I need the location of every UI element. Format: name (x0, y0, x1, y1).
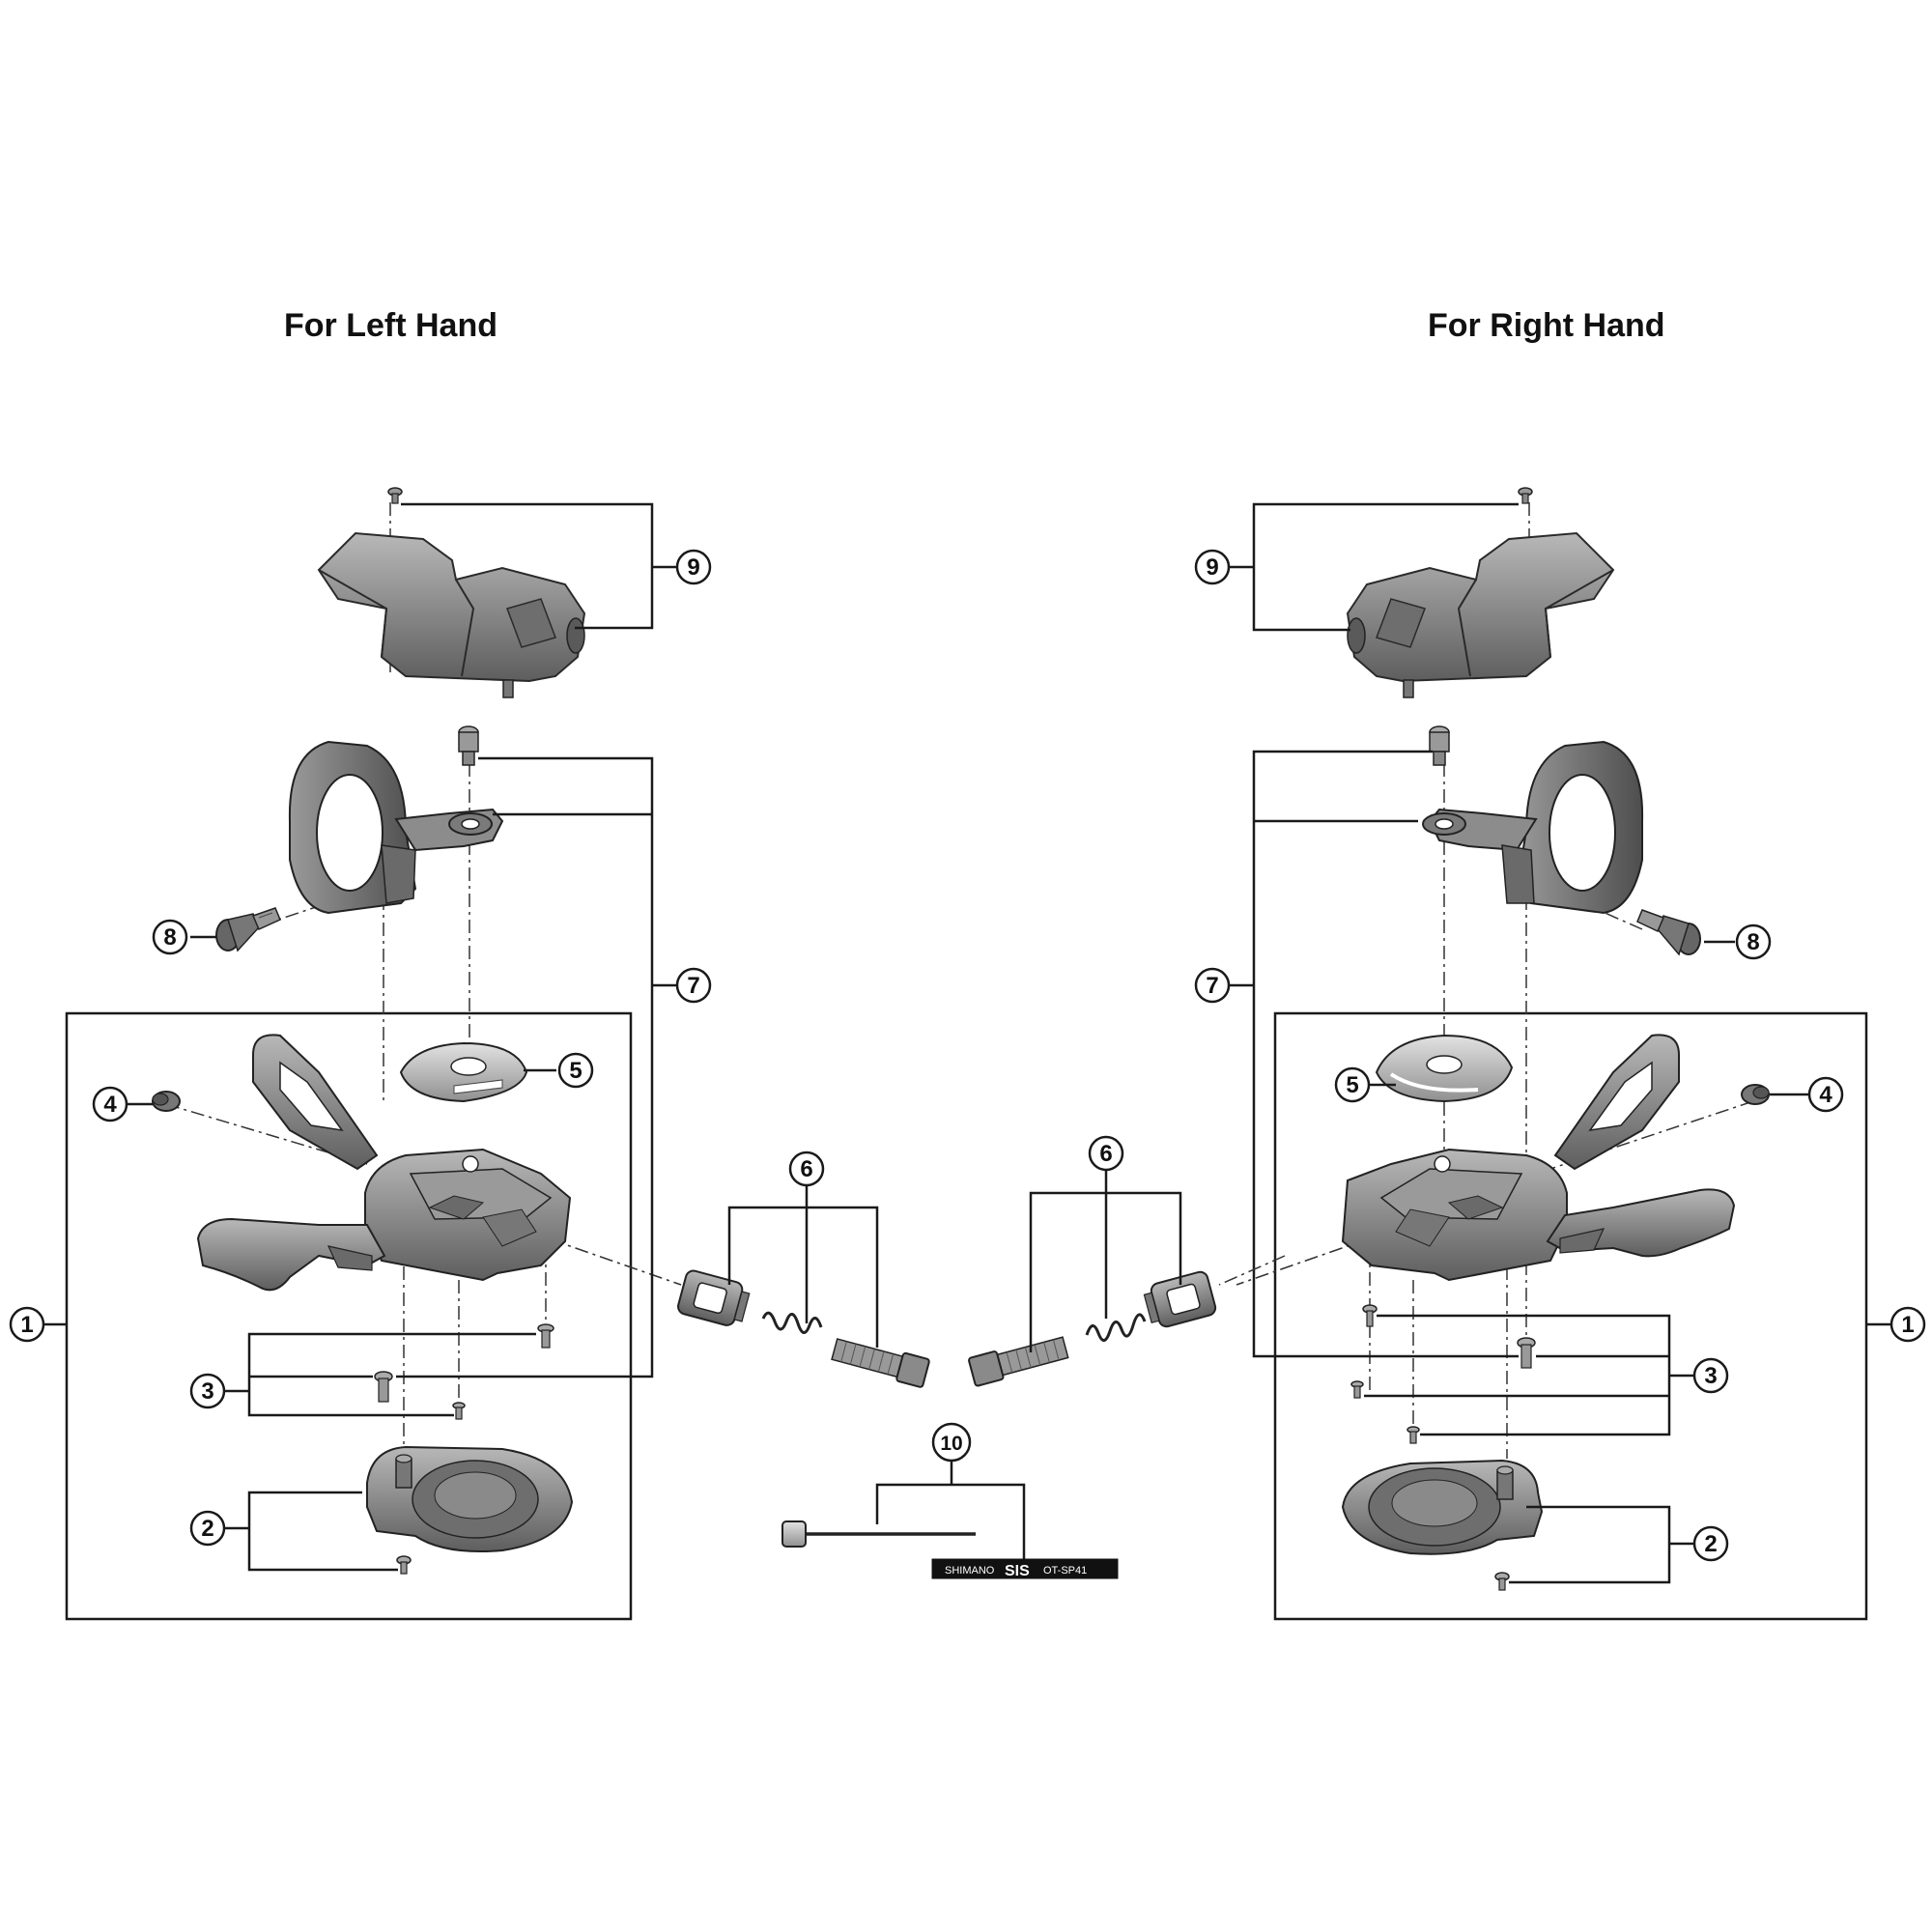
left-callout-leaders (43, 502, 676, 1572)
left-main-unit-box (65, 1011, 633, 1621)
cable-code-text: OT-SP41 (1043, 1565, 1087, 1577)
right-cover-screw-part (1518, 487, 1533, 504)
callout-6-left-label: 6 (800, 1156, 812, 1182)
callout-7-right-label: 7 (1206, 973, 1218, 999)
callout-9-right: 9 (1194, 549, 1231, 585)
callout-2-right: 2 (1692, 1525, 1729, 1562)
callout-4-right-label: 4 (1819, 1082, 1833, 1108)
callout-circles: 9 8 7 5 4 1 3 2 6 6 10 9 8 7 5 4 1 3 2 (9, 549, 1926, 1562)
callout-9-left: 9 (675, 549, 712, 585)
callout-5-right: 5 (1334, 1066, 1371, 1103)
callout-5-left: 5 (557, 1052, 594, 1089)
cable-brand-text: SHIMANO (945, 1565, 995, 1577)
right-top-cover-part (1346, 531, 1615, 698)
callout-1-left-label: 1 (20, 1312, 33, 1338)
callout-4-right: 4 (1807, 1076, 1844, 1113)
right-hand-assembly (1230, 487, 1893, 1621)
title-right-hand: For Right Hand (1428, 307, 1665, 344)
right-clamp-band-part (1422, 740, 1644, 915)
callout-8-right: 8 (1735, 923, 1772, 960)
callout-5-right-label: 5 (1346, 1072, 1358, 1098)
right-clamp-bolt-part (1636, 909, 1701, 956)
callout-5-left-label: 5 (569, 1058, 582, 1084)
right-clamp-pivot-bolt-part (1429, 725, 1450, 766)
left-bottom-cover-screw-part (396, 1555, 412, 1575)
left-hand-assembly (43, 487, 682, 1621)
right-main-unit-box (1273, 1011, 1868, 1621)
left-washer-plate-part (399, 1041, 528, 1103)
inner-cable-part (781, 1520, 976, 1548)
right-cable-adjuster-set-part (968, 1270, 1217, 1387)
right-cable-stopper-part (1741, 1084, 1770, 1105)
callout-1-right: 1 (1889, 1306, 1926, 1343)
callout-9-right-label: 9 (1206, 554, 1218, 581)
left-main-body-part (196, 1034, 572, 1292)
callout-3-right-label: 3 (1704, 1363, 1717, 1389)
callout-8-left-label: 8 (163, 924, 176, 951)
callout-10-label: 10 (940, 1433, 962, 1455)
left-clamp-bolt-part (215, 907, 281, 952)
callout-1-right-label: 1 (1901, 1312, 1914, 1338)
callout-4-left: 4 (92, 1086, 128, 1122)
left-cover-screw-part (387, 487, 403, 504)
callout-10: 10 (931, 1422, 972, 1463)
callout-2-right-label: 2 (1704, 1531, 1717, 1557)
callout-3-left: 3 (189, 1373, 226, 1409)
callout-8-left: 8 (152, 919, 188, 955)
right-bottom-cover-screw-part (1494, 1572, 1510, 1591)
left-cable-adjuster-set-part (677, 1269, 930, 1388)
right-main-body-part (1341, 1034, 1736, 1282)
center-callout-leaders (727, 1171, 1182, 1559)
callout-7-left-label: 7 (687, 973, 699, 999)
callout-4-left-label: 4 (103, 1092, 117, 1118)
right-washer-plate-part (1375, 1034, 1514, 1103)
right-callout-leaders (1230, 502, 1893, 1584)
left-screws-part (374, 1323, 554, 1420)
right-bottom-cover-part (1341, 1459, 1544, 1555)
callout-2-left-label: 2 (201, 1516, 213, 1542)
left-top-cover-part (317, 531, 586, 698)
left-clamp-band-part (288, 740, 504, 915)
title-left-hand: For Left Hand (284, 307, 497, 344)
callout-6-right: 6 (1088, 1135, 1124, 1172)
left-bottom-cover-part (366, 1445, 574, 1552)
callout-6-right-label: 6 (1099, 1141, 1112, 1167)
callout-7-left: 7 (675, 967, 712, 1004)
center-axis-lines (1218, 1255, 1286, 1286)
callout-7-right: 7 (1194, 967, 1231, 1004)
callout-3-left-label: 3 (201, 1378, 213, 1405)
left-clamp-pivot-bolt-part (458, 725, 479, 766)
left-cable-stopper-part (152, 1091, 181, 1112)
cable-model-text: SIS (1005, 1563, 1030, 1579)
right-screws-part (1350, 1304, 1536, 1444)
callout-8-right-label: 8 (1747, 929, 1759, 955)
callout-2-left: 2 (189, 1510, 226, 1547)
callout-6-left: 6 (788, 1151, 825, 1187)
callout-3-right: 3 (1692, 1357, 1729, 1394)
outer-casing-part: SHIMANO SIS OT-SP41 (931, 1558, 1119, 1579)
callout-1-left: 1 (9, 1306, 45, 1343)
callout-9-left-label: 9 (687, 554, 699, 581)
